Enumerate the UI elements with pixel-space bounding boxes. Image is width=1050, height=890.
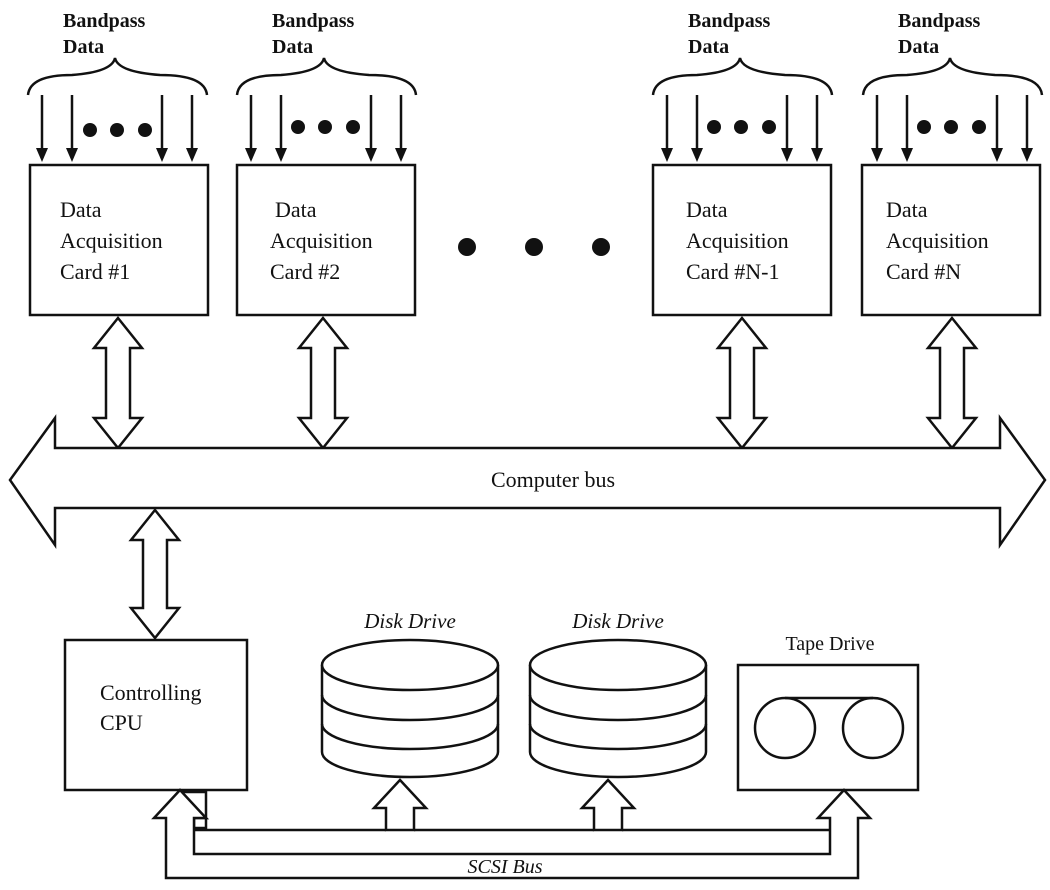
- card-1-label-line3: Card #1: [60, 259, 130, 284]
- card-1-header-line2: Data: [63, 36, 104, 58]
- card-n-input-brace: [861, 57, 1044, 96]
- card-n-label-line1: Data: [886, 197, 928, 222]
- card-2-label-line1: Data: [275, 197, 317, 222]
- card-2-bus-arrow: [296, 315, 350, 451]
- card-2-input-brace: [235, 57, 418, 96]
- card-n-minus-1-header-line1: Bandpass: [688, 10, 770, 32]
- cpu-label-line2: CPU: [100, 710, 143, 735]
- data-acquisition-card-n-minus-1: [651, 163, 833, 317]
- tape-reel-right-icon: [841, 696, 905, 760]
- card-n-bus-arrow: [925, 315, 979, 451]
- disk-drive-1-label: Disk Drive: [363, 609, 456, 633]
- card-n-ellipsis-dots: [917, 120, 986, 134]
- disk-drive-1-top: [320, 638, 500, 692]
- card-n-minus-1-group: Bandpass Data Data Acquisition Card #N-1: [651, 10, 834, 317]
- card-2-header-line2: Data: [272, 36, 313, 58]
- disk-drive-1: Disk Drive: [320, 609, 500, 779]
- scsi-disk-2-arrow: [579, 778, 637, 832]
- card-bus-connectors: [91, 315, 979, 451]
- scsi-disk-1-arrow: [371, 778, 429, 832]
- scsi-bus-manifold: [151, 788, 873, 880]
- card-1-input-brace: [26, 57, 209, 96]
- card-n-label-line2: Acquisition: [886, 228, 989, 253]
- card-2-input-arrows: [245, 95, 407, 162]
- data-acquisition-card-2: [235, 163, 417, 317]
- tape-drive: Tape Drive: [736, 633, 920, 792]
- card-n-group: Bandpass Data Data Acquisition Card #N: [860, 10, 1044, 317]
- card-n-minus-1-header-line2: Data: [688, 36, 729, 58]
- tape-reel-left-icon: [753, 696, 817, 760]
- disk-drive-2-top: [528, 638, 708, 692]
- card-n-minus-1-ellipsis-dots: [707, 120, 776, 134]
- card-2-ellipsis-dots: [291, 120, 360, 134]
- card-n-header-line1: Bandpass: [898, 10, 980, 32]
- card-1-label-line2: Acquisition: [60, 228, 163, 253]
- card-1-label-line1: Data: [60, 197, 102, 222]
- card-1-header-line1: Bandpass: [63, 10, 145, 32]
- card-n-minus-1-label-line1: Data: [686, 197, 728, 222]
- card-1-group: Bandpass Data Data Acquisition Card #1: [26, 10, 210, 317]
- disk-drive-2-label: Disk Drive: [571, 609, 664, 633]
- computer-bus-arrow: [8, 414, 1047, 550]
- disk-drive-2: Disk Drive: [528, 609, 708, 779]
- tape-drive-label: Tape Drive: [785, 633, 874, 655]
- cpu-label-line1: Controlling: [100, 680, 201, 705]
- card-n-minus-1-label-line2: Acquisition: [686, 228, 789, 253]
- card-n-input-arrows: [871, 95, 1033, 162]
- card-n-minus-1-label-line3: Card #N-1: [686, 259, 779, 284]
- card-2-label-line2: Acquisition: [270, 228, 373, 253]
- card-n-minus-1-bus-arrow: [715, 315, 769, 451]
- more-cards-ellipsis: [458, 238, 610, 256]
- data-acquisition-card-n: [860, 163, 1042, 317]
- card-2-header-line1: Bandpass: [272, 10, 354, 32]
- card-2-group: Bandpass Data Data Acquisition Card #2: [235, 10, 418, 317]
- card-2-label-line3: Card #2: [270, 259, 340, 284]
- card-n-minus-1-input-arrows: [661, 95, 823, 162]
- computer-bus-label: Computer bus: [491, 467, 615, 492]
- bus-cpu-arrow: [128, 507, 182, 641]
- card-1-input-arrows: [36, 95, 198, 162]
- card-n-header-line2: Data: [898, 36, 939, 58]
- card-1-bus-arrow: [91, 315, 145, 451]
- card-n-minus-1-input-brace: [651, 57, 834, 96]
- controlling-cpu-box: [63, 638, 249, 792]
- data-acquisition-card-1: [28, 163, 210, 317]
- scsi-bus-channel: [196, 832, 828, 852]
- card-1-ellipsis-dots: [83, 123, 152, 137]
- scsi-bus-label: SCSI Bus: [468, 856, 543, 878]
- card-n-label-line3: Card #N: [886, 259, 961, 284]
